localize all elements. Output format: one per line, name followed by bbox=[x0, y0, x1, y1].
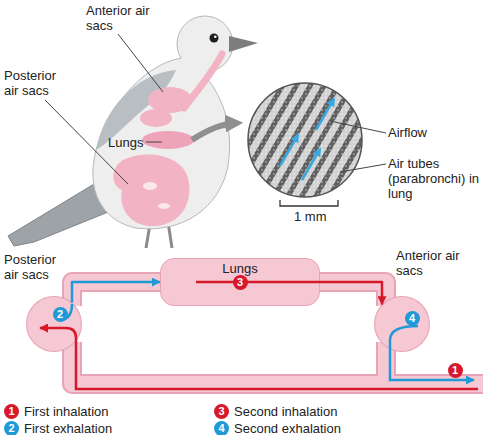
legend-swatch: 3 bbox=[214, 404, 229, 419]
leader-line bbox=[340, 164, 386, 172]
leader-line bbox=[118, 34, 163, 92]
callout-number: 1 bbox=[4, 404, 19, 419]
legend-entry: 2 First exhalation bbox=[4, 420, 112, 435]
callout-number: 4 bbox=[405, 311, 420, 326]
air-sac-circle: Anterior air sacs bbox=[374, 296, 430, 352]
parabronchi-texture bbox=[248, 83, 362, 197]
legend-swatch: 4 bbox=[214, 421, 229, 435]
legend-swatch: 2 bbox=[4, 421, 19, 435]
callout-number: 2 bbox=[4, 421, 19, 435]
air-sac-circle: Posterior air sacs bbox=[26, 296, 82, 352]
air-sac-shape bbox=[27, 297, 82, 352]
zoom-arrow bbox=[192, 123, 236, 140]
parabronchi-texture bbox=[248, 83, 362, 197]
legend-text: Second exhalation bbox=[234, 421, 341, 435]
leader-line bbox=[330, 121, 386, 133]
bird-body bbox=[93, 58, 230, 229]
part-label: Anterior air sacs bbox=[86, 3, 150, 33]
legend-swatch: 1 bbox=[4, 404, 19, 419]
callout-number: 1 bbox=[448, 363, 463, 378]
air-sac-outline bbox=[26, 296, 82, 352]
callout-number: 4 bbox=[214, 421, 229, 435]
callout-number: 3 bbox=[214, 404, 229, 419]
posterior-sac bbox=[113, 155, 189, 227]
airflow-arrow bbox=[302, 149, 320, 180]
node-title: Posterior air sacs bbox=[4, 252, 68, 282]
bird-lung bbox=[142, 131, 194, 149]
part-label: Lungs bbox=[108, 135, 143, 150]
part-label: Posterior air sacs bbox=[4, 68, 74, 98]
airflow-arrow bbox=[280, 135, 298, 166]
sac-gap bbox=[158, 203, 170, 209]
legend-entry: 3 Second inhalation bbox=[214, 403, 337, 420]
node-title: Lungs bbox=[161, 259, 319, 276]
airflow-arrow bbox=[316, 99, 334, 130]
legend-text: Second inhalation bbox=[234, 404, 337, 419]
part-label: Air tubes (parabronchi) in lung bbox=[388, 156, 480, 201]
eye-highlight bbox=[214, 36, 217, 39]
exhalation-flow bbox=[390, 326, 474, 380]
leader-line bbox=[146, 142, 162, 143]
sac-gap bbox=[143, 182, 157, 190]
inset-bg bbox=[248, 83, 362, 197]
callout-number: 2 bbox=[53, 307, 68, 322]
inset-border bbox=[248, 83, 362, 197]
legend-entry: 4 Second exhalation bbox=[214, 420, 341, 435]
scale-bar bbox=[280, 200, 338, 206]
airflow-connector bbox=[72, 282, 160, 303]
legend-text: First exhalation bbox=[24, 421, 112, 435]
part-label: Airflow bbox=[388, 125, 427, 140]
bird-beak bbox=[229, 36, 258, 52]
air-sac-outline bbox=[374, 296, 430, 352]
legend-entry: 1 First inhalation bbox=[4, 403, 109, 420]
legend-text: First inhalation bbox=[24, 404, 109, 419]
callout-number: 3 bbox=[233, 275, 248, 290]
bird-eye bbox=[210, 34, 219, 43]
node-title: Anterior air sacs bbox=[396, 248, 460, 278]
anterior-sac bbox=[140, 109, 172, 127]
inhalation-flow bbox=[196, 281, 320, 284]
air-sac-shape bbox=[375, 297, 430, 352]
airflow-connector bbox=[320, 282, 382, 304]
scale-label: 1 mm bbox=[294, 209, 327, 224]
